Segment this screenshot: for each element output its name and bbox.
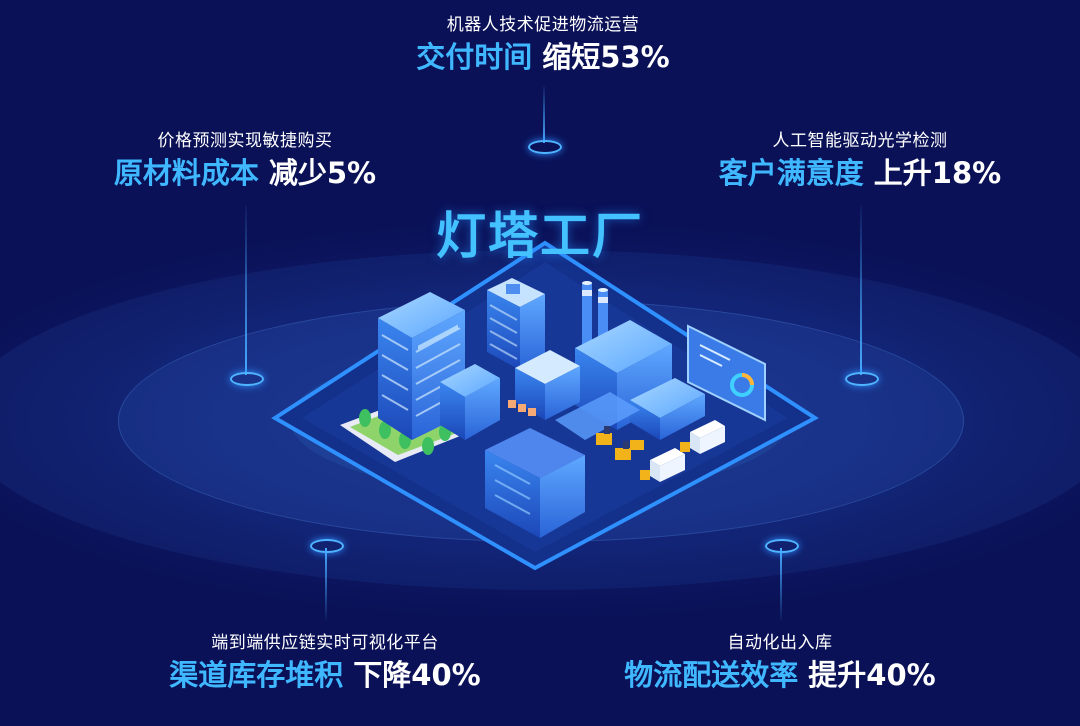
connector-dot-right [845, 372, 879, 386]
stat-subtitle: 自动化出入库 [727, 633, 833, 653]
monitor-chart-icon [687, 324, 766, 422]
page-title: 灯塔工厂 [436, 207, 644, 265]
truck-icon [640, 420, 725, 482]
stat-value: 上升18% [873, 156, 1002, 190]
factory-hall-icon [515, 320, 705, 440]
stat-highlight: 物流配送效率 [624, 658, 799, 692]
stat-value: 缩短53% [542, 40, 670, 74]
connector-line-top [543, 86, 545, 143]
connector-dot-top [528, 140, 562, 154]
connector-dot-bottom-right [765, 539, 799, 553]
stat-highlight: 客户满意度 [718, 156, 864, 190]
stat-highlight: 交付时间 [416, 40, 533, 74]
stat-channel-inventory: 端到端供应链实时可视化平台 渠道库存堆积下降40% [110, 632, 540, 694]
stat-highlight: 原材料成本 [113, 156, 259, 190]
stat-material-cost: 价格预测实现敏捷购买 原材料成本减少5% [40, 130, 450, 192]
stat-value: 提升40% [808, 658, 936, 692]
stat-headline: 物流配送效率提升40% [565, 656, 995, 694]
stat-value: 减少5% [268, 156, 377, 190]
stat-headline: 交付时间缩短53% [340, 38, 746, 76]
stat-headline: 渠道库存堆积下降40% [110, 656, 540, 694]
stat-subtitle: 人工智能驱动光学检测 [772, 131, 948, 151]
stat-logistics-efficiency: 自动化出入库 物流配送效率提升40% [565, 632, 995, 694]
cargo-boxes [508, 400, 536, 416]
connector-line-bottom-right [780, 548, 782, 620]
stat-subtitle: 价格预测实现敏捷购买 [157, 131, 333, 151]
stat-highlight: 渠道库存堆积 [169, 658, 344, 692]
stat-headline: 客户满意度上升18% [650, 154, 1070, 192]
stat-subtitle: 端到端供应链实时可视化平台 [211, 633, 439, 653]
connector-dot-left [230, 372, 264, 386]
stat-delivery-time: 机器人技术促进物流运营 交付时间缩短53% [340, 14, 746, 76]
chimney-icon [582, 281, 608, 348]
stat-value: 下降40% [353, 658, 481, 692]
connector-line-bottom-left [325, 548, 327, 620]
connector-dot-bottom-left [310, 539, 344, 553]
tower-building-icon [487, 278, 545, 370]
forklift-icon [596, 426, 644, 460]
stat-customer-satisfaction: 人工智能驱动光学检测 客户满意度上升18% [650, 130, 1070, 192]
warehouse-block-icon [485, 428, 585, 538]
stat-subtitle: 机器人技术促进物流运营 [446, 15, 640, 35]
connector-line-right [860, 205, 862, 375]
stat-headline: 原材料成本减少5% [40, 154, 450, 192]
connector-line-left [245, 205, 247, 375]
office-building-icon [378, 292, 500, 440]
